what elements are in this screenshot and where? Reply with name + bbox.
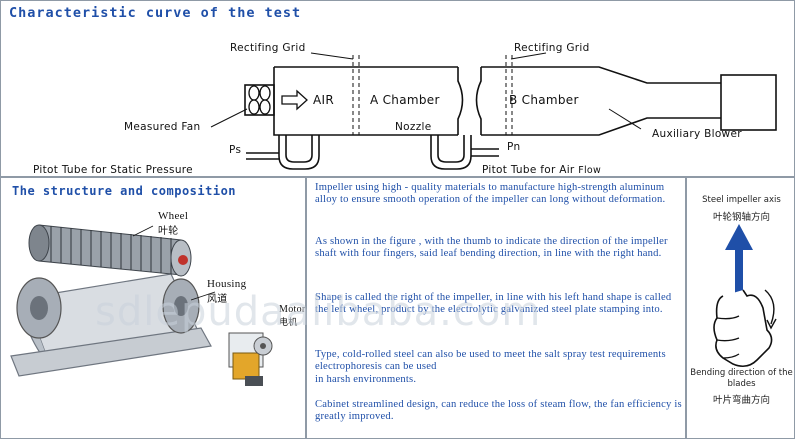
nozzle-left	[457, 67, 464, 135]
fan-assembly-illustration	[10, 224, 273, 386]
b-chamber-label: B Chamber	[509, 93, 579, 107]
pitot-static-label: Pitot Tube for Static Pressure	[33, 164, 193, 176]
auxiliary-blower-label: Auxiliary Blower	[652, 128, 742, 140]
paragraph-impeller-material: Impeller using high - quality materials …	[315, 182, 666, 206]
bending-direction-cn-label: 叶片弯曲方向	[712, 395, 770, 406]
rectifying-grid-left-label: Rectifing Grid	[230, 42, 306, 54]
structure-title: The structure and composition	[12, 184, 237, 198]
impeller-axis-cn-label: 叶轮钢轴方向	[712, 212, 770, 223]
housing-label: Housing 风道	[207, 278, 247, 305]
impeller-axis-label: Steel impeller axis	[702, 195, 781, 205]
motor-illustration	[228, 332, 273, 386]
air-arrow	[281, 89, 308, 111]
b-chamber-outline	[481, 66, 721, 136]
paragraph-material-type: Type, cold-rolled steel can also be used…	[315, 349, 666, 385]
bending-arrow	[764, 289, 775, 325]
rectifying-grid-right-label: Rectifing Grid	[514, 42, 590, 54]
impeller-wheel	[28, 224, 192, 277]
hand-outline	[713, 289, 773, 368]
u-tube-left	[278, 135, 320, 170]
a-chamber-label: A Chamber	[370, 93, 440, 107]
paragraph-impeller-shape: Shape is called the right of the impelle…	[315, 292, 672, 316]
wheel-label: Wheel 叶轮	[158, 210, 189, 237]
bending-direction-label: Bending direction of the blades	[690, 368, 793, 389]
pn-label: Pn	[507, 141, 521, 153]
test-curve-panel: Characteristic curve of the test	[0, 0, 795, 177]
nozzle-right	[475, 67, 482, 135]
description-panel: Impeller using high - quality materials …	[306, 177, 686, 439]
auxiliary-blower-box	[720, 74, 777, 131]
paragraph-cabinet-design: Cabinet streamlined design, can reduce t…	[315, 399, 682, 423]
test-rig-diagram	[210, 52, 777, 170]
nozzle-label: Nozzle	[395, 121, 432, 133]
a-chamber-outline	[273, 66, 458, 136]
paragraph-right-hand-rule: As shown in the figure , with the thumb …	[315, 236, 668, 260]
watermark-text: sdlepudaalibaba.com	[95, 289, 542, 335]
u-tube-right	[430, 135, 472, 170]
wheel-hub	[178, 255, 188, 265]
right-hand-illustration	[713, 224, 777, 368]
housing-base	[10, 327, 212, 377]
axis-arrow-head	[725, 224, 753, 250]
pitot-air-label: Pitot Tube for Air Flow	[482, 164, 602, 176]
ps-label: Ps	[229, 144, 242, 156]
air-label: AIR	[313, 93, 334, 107]
test-curve-title: Characteristic curve of the test	[9, 5, 302, 21]
pitot-air-tube	[471, 148, 499, 157]
motor-label: Motor 电机	[279, 304, 306, 328]
measured-fan-label: Measured Fan	[124, 121, 201, 133]
right-hand-rule-panel: Steel impeller axis 叶轮钢轴方向 Bending direc…	[686, 177, 795, 439]
pitot-static-tube	[246, 152, 279, 160]
